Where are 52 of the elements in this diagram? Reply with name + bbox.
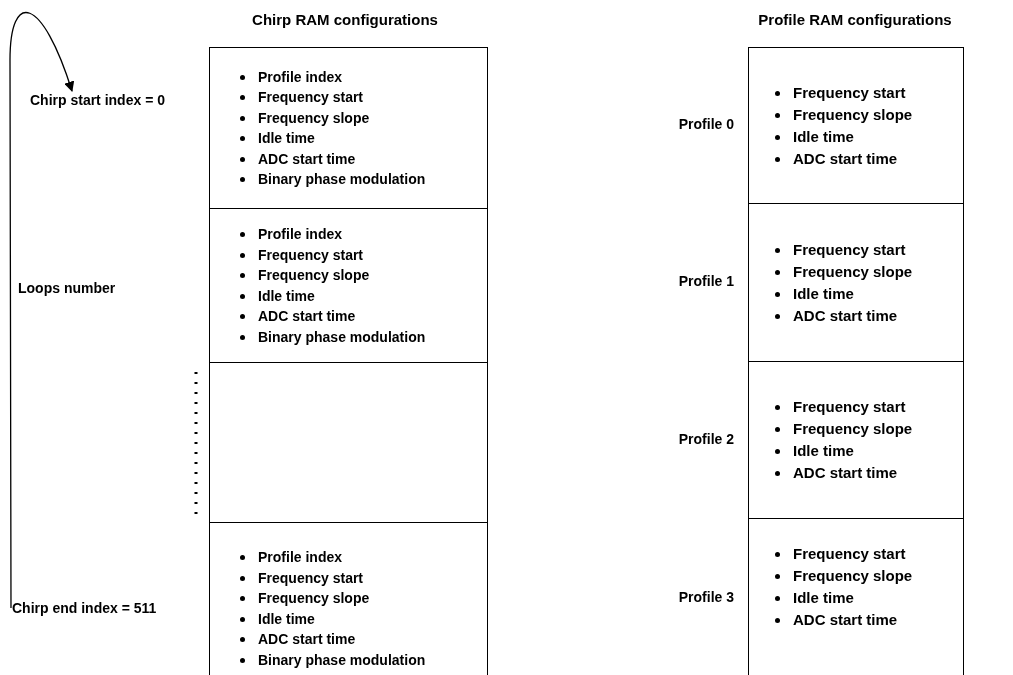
list-item: Idle time bbox=[793, 284, 854, 302]
list-item: Idle time bbox=[793, 127, 854, 145]
list-item: ADC start time bbox=[793, 149, 898, 167]
list-item: Idle time bbox=[793, 589, 854, 606]
list-item: Profile index bbox=[258, 226, 343, 242]
list-item: Idle time bbox=[258, 287, 315, 304]
list-item: Profile index bbox=[258, 68, 343, 85]
list-item: Frequency start bbox=[258, 246, 364, 263]
index-label: Chirp start index = 0 bbox=[30, 92, 165, 108]
profile-label: Profile 0 bbox=[678, 116, 734, 132]
memory-cell bbox=[209, 522, 488, 675]
list-item: Frequency slope bbox=[793, 105, 913, 123]
list-item: Frequency start bbox=[793, 398, 906, 415]
list-item: ADC start time bbox=[793, 306, 898, 324]
empty-memory-cell bbox=[209, 362, 488, 522]
index-label: Chirp end index = 511 bbox=[12, 600, 157, 616]
memory-cell bbox=[748, 47, 964, 203]
list-item: Frequency start bbox=[258, 569, 364, 586]
list-item: Idle time bbox=[793, 442, 854, 459]
memory-cell bbox=[209, 47, 488, 208]
list-item: ADC start time bbox=[793, 611, 898, 628]
list-item: Frequency slope bbox=[793, 262, 913, 280]
list-item: Binary phase modulation bbox=[258, 651, 426, 668]
list-item: Binary phase modulation bbox=[258, 328, 426, 345]
profile-label: Profile 2 bbox=[678, 430, 734, 447]
memory-cell bbox=[209, 208, 488, 362]
memory-cell bbox=[748, 361, 964, 518]
profile-label: Profile 3 bbox=[678, 589, 734, 605]
list-item: Frequency start bbox=[793, 83, 906, 101]
list-item: Frequency slope bbox=[793, 420, 913, 437]
list-item: Frequency start bbox=[793, 240, 906, 258]
list-item: Idle time bbox=[258, 130, 315, 146]
list-item: ADC start time bbox=[258, 308, 356, 324]
list-item: ADC start time bbox=[258, 631, 356, 647]
list-item: Frequency start bbox=[258, 89, 364, 105]
list-item: Binary phase modulation bbox=[258, 171, 426, 187]
profile-label: Profile 1 bbox=[678, 273, 734, 289]
memory-cell bbox=[748, 203, 964, 361]
curved-arrow bbox=[9, 12, 74, 609]
list-item: Frequency slope bbox=[258, 590, 370, 606]
memory-cell bbox=[748, 518, 964, 675]
list-item: ADC start time bbox=[793, 464, 898, 481]
list-item: Profile index bbox=[258, 549, 343, 565]
list-item: Idle time bbox=[258, 610, 315, 627]
column-heading: Chirp RAM configurations bbox=[251, 11, 439, 28]
list-item: ADC start time bbox=[258, 150, 356, 167]
loop-label: Loops number bbox=[18, 280, 116, 296]
list-item: Frequency slope bbox=[793, 567, 913, 584]
list-item: Frequency slope bbox=[258, 109, 370, 126]
list-item: Frequency start bbox=[793, 545, 906, 562]
column-heading: Profile RAM configurations bbox=[757, 11, 953, 28]
list-item: Frequency slope bbox=[258, 267, 370, 283]
